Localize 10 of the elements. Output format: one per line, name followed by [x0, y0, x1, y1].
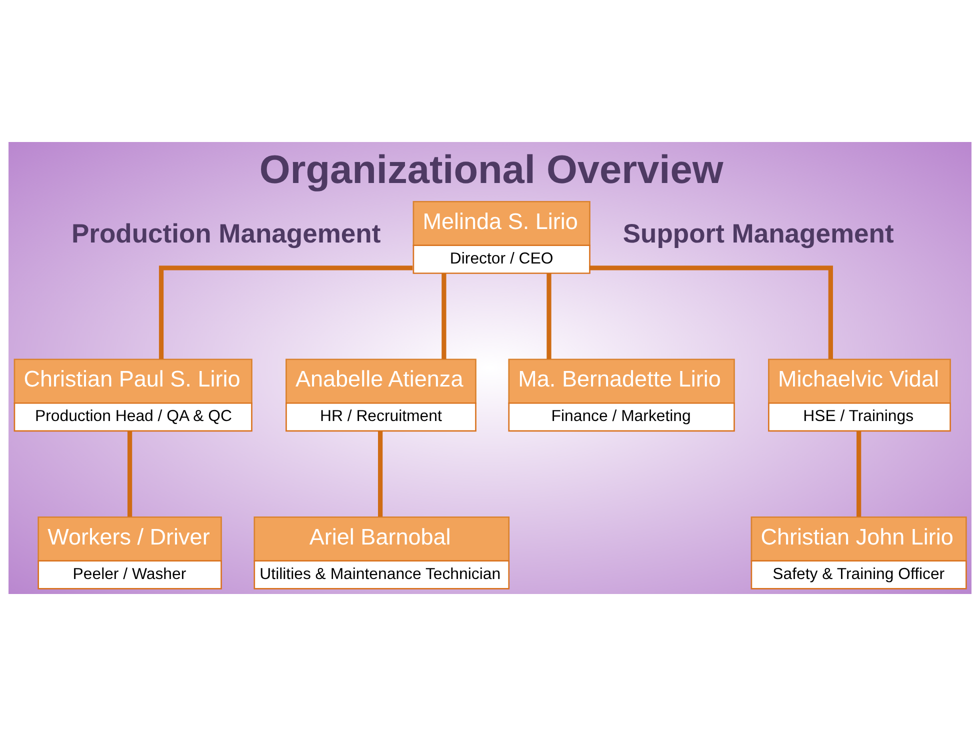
diagram-title: Organizational Overview [259, 148, 724, 192]
connector [158, 265, 413, 359]
connector [546, 272, 552, 358]
label: Production Management [71, 218, 381, 248]
connector [589, 265, 833, 359]
connector [442, 272, 446, 358]
connector [127, 430, 132, 516]
label: Support Management [622, 218, 894, 248]
connector [378, 430, 383, 516]
connector [856, 430, 862, 516]
